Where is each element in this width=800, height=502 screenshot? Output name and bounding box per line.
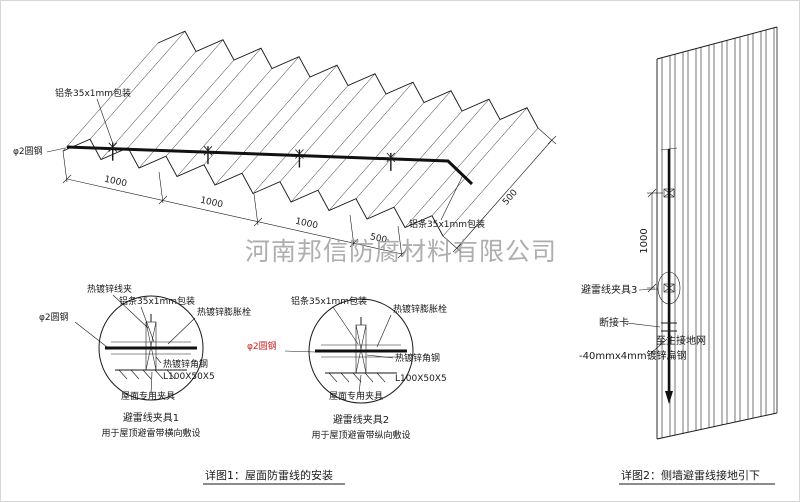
wall-clamps bbox=[657, 188, 681, 305]
detail-clamp2: 铝条35x1mm包装 热镀锌膨胀栓 φ2圆钢 热镀锌角钢 L100X50X5 屋… bbox=[247, 295, 447, 441]
wall-dim-1000: 1000 bbox=[639, 228, 650, 253]
clamp2-angle-steel-label: 热镀锌角钢 bbox=[395, 352, 440, 364]
wall-elevation-view: 1000 避雷线夹具3 断接卡 至主接地网 -40mmx4mm镀锌扁钢 bbox=[579, 26, 778, 440]
corrugated-wall-drawing bbox=[656, 26, 778, 440]
clamp1-angle-steel-label: 热镀锌角钢 bbox=[163, 358, 208, 370]
wall-flat-steel-label: -40mmx4mm镀锌扁钢 bbox=[579, 349, 687, 362]
clamp1-leader-lines bbox=[74, 294, 196, 395]
clamp2-bolt-label: 热镀锌膨胀栓 bbox=[393, 303, 447, 315]
dim-1000-c: 1000 bbox=[294, 217, 319, 232]
clamp2-title: 避雷线夹具2 bbox=[333, 413, 389, 426]
clamp1-angle-spec-label: L100X50X5 bbox=[163, 372, 215, 382]
captions: 详图1：屋面防雷线的安装 详图2：侧墙避雷线接地引下 bbox=[203, 468, 775, 485]
wall-disconnect-label: 断接卡 bbox=[599, 316, 629, 329]
dim-500-right: 500 bbox=[501, 188, 520, 208]
clamp2-round-steel-label: φ2圆钢 bbox=[247, 340, 277, 352]
wall-clamp3-label: 避雷线夹具3 bbox=[581, 283, 637, 296]
roof-conductor-clamps bbox=[108, 142, 396, 171]
clamp1-roof-fixture-label: 屋面专用夹具 bbox=[121, 390, 175, 402]
clamp1-round-steel-label: φ2圆钢 bbox=[39, 311, 69, 323]
clamp1-title: 避雷线夹具1 bbox=[123, 411, 179, 424]
conductor-top-tick bbox=[660, 147, 678, 151]
roof-strip-label-top: 铝条35x1mm包装 bbox=[55, 87, 131, 99]
clamp2-angle-spec-label: L100X50X5 bbox=[395, 374, 447, 384]
clamp2-roof-fixture-label: 屋面专用夹具 bbox=[329, 390, 383, 402]
clamp1-strip-label: 铝条35x1mm包装 bbox=[119, 295, 195, 307]
roof-dimension-chain bbox=[62, 150, 407, 259]
caption-detail1: 详图1：屋面防雷线的安装 bbox=[205, 468, 333, 482]
roof-strip-label-bottom: 铝条35x1mm包装 bbox=[409, 218, 485, 230]
clamp1-section-drawing bbox=[97, 294, 205, 402]
roof-isometric-view: 铝条35x1mm包装 φ2圆钢 铝条35x1mm包装 1000 1000 100… bbox=[13, 30, 557, 259]
wall-dimension bbox=[647, 188, 663, 293]
wall-leader-lines bbox=[626, 288, 668, 356]
clamp2-strip-label: 铝条35x1mm包装 bbox=[291, 295, 367, 307]
roof-conductor-line bbox=[66, 145, 474, 186]
clamp2-subtitle: 用于屋顶避雷带纵向敷设 bbox=[311, 429, 410, 441]
dim-1000-a: 1000 bbox=[103, 175, 128, 190]
roof-right-dimension bbox=[442, 127, 557, 253]
clamp1-wire-clamp-label: 热镀锌线夹 bbox=[87, 283, 132, 295]
clamp1-subtitle: 用于屋顶避雷带横向敷设 bbox=[101, 427, 200, 439]
dim-500-a: 500 bbox=[369, 232, 388, 246]
detail-clamp1: 热镀锌线夹 铝条35x1mm包装 热镀锌膨胀栓 φ2圆钢 热镀锌角钢 L100X… bbox=[39, 283, 251, 439]
wall-to-ground-label: 至主接地网 bbox=[656, 334, 706, 347]
clamp2-leader-lines bbox=[284, 306, 394, 395]
caption-detail2: 详图2：侧墙避雷线接地引下 bbox=[621, 468, 760, 482]
dim-1000-b: 1000 bbox=[199, 196, 224, 211]
disconnect-card-symbol bbox=[661, 322, 677, 332]
roof-round-steel-label: φ2圆钢 bbox=[13, 145, 43, 157]
down-arrow bbox=[665, 391, 673, 404]
roof-leader-lines bbox=[46, 98, 464, 221]
clamp1-bolt-label: 热镀锌膨胀栓 bbox=[197, 306, 251, 318]
company-watermark: 河南邦信防腐材料有限公司 bbox=[245, 237, 557, 266]
corrugated-sheet-drawing bbox=[62, 30, 539, 237]
